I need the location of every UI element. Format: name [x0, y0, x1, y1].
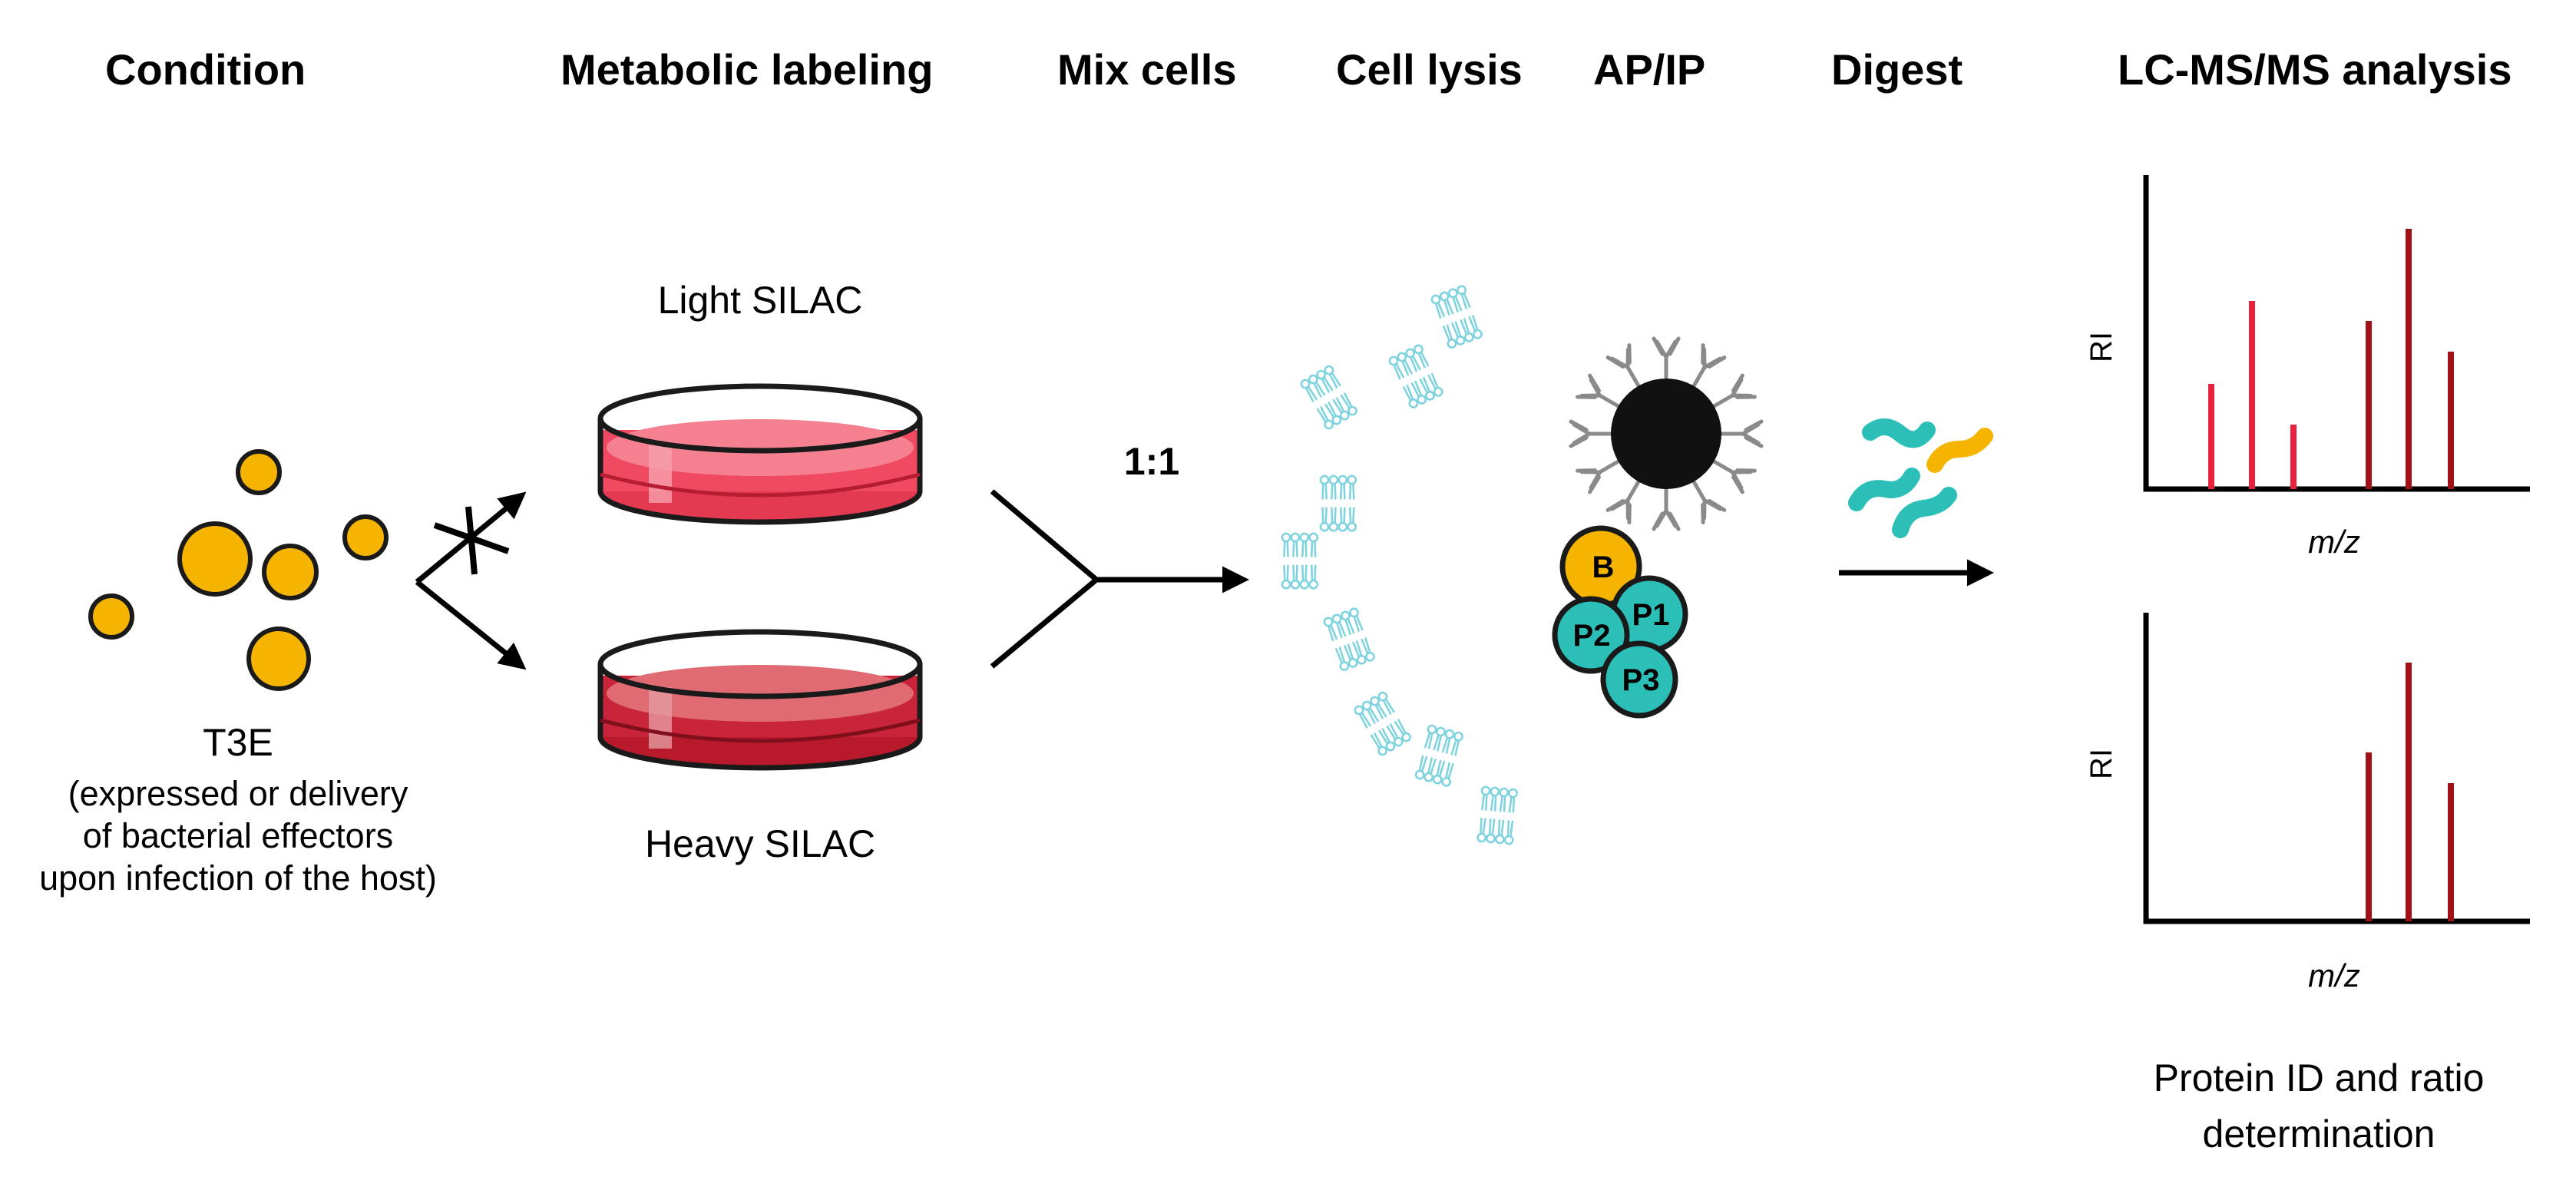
- result-label-line2: determination: [2202, 1113, 2435, 1156]
- peptide: [1892, 487, 1957, 538]
- header-digest: Digest: [1831, 45, 1963, 94]
- peptide: [1862, 418, 1936, 448]
- lipid-fragment: [1300, 365, 1357, 430]
- spectrum-bottom-ylabel: RI: [2085, 749, 2118, 779]
- t3e-label: T3E: [203, 721, 273, 764]
- lipid-fragments: [1282, 285, 1517, 844]
- mix-ratio-label: 1:1: [1124, 440, 1179, 483]
- header-condition: Condition: [105, 45, 306, 94]
- lipid-fragment: [1354, 691, 1411, 756]
- light-silac-dish: [597, 383, 923, 525]
- lipid-fragment: [1388, 344, 1443, 408]
- prey-label-p3: P3: [1622, 663, 1660, 697]
- t3e-description-line2: of bacterial effectors: [82, 816, 394, 855]
- prey-protein-p2: [1552, 596, 1630, 674]
- heavy-silac-label: Heavy SILAC: [644, 822, 876, 865]
- header-cell-lysis: Cell lysis: [1336, 45, 1523, 94]
- prey-label-p2: P2: [1573, 619, 1611, 653]
- lipid-fragment: [1415, 725, 1463, 787]
- digested-peptides: [1848, 418, 1993, 538]
- result-label-line1: Protein ID and ratio: [2153, 1056, 2485, 1099]
- t3e-particle: [342, 514, 389, 560]
- spectrum-top-ylabel: RI: [2085, 332, 2118, 362]
- t3e-description-line1: (expressed or delivery: [68, 774, 408, 813]
- header-ap-ip: AP/IP: [1593, 45, 1706, 94]
- header-lcms: LC-MS/MS analysis: [2118, 45, 2512, 94]
- spectrum-top-peaks: [2208, 229, 2454, 489]
- light-silac-label: Light SILAC: [657, 279, 863, 322]
- spectrum-bottom-peaks: [2366, 663, 2454, 921]
- heavy-silac-dish: [597, 629, 923, 771]
- t3e-particle: [246, 627, 311, 691]
- spectrum-bottom-axes: [2143, 613, 2530, 924]
- peptide: [1926, 428, 1993, 473]
- t3e-particle: [177, 521, 253, 597]
- lipid-fragment: [1321, 476, 1356, 531]
- lipid-fragment: [1477, 786, 1517, 844]
- peptide: [1848, 468, 1920, 511]
- protein-complex: [1552, 525, 1688, 719]
- spectrum-bottom-xlabel: m/z: [2308, 957, 2360, 994]
- prey-protein-p3: [1600, 640, 1678, 719]
- t3e-description-line3: upon infection of the host): [39, 858, 437, 898]
- lipid-fragment: [1282, 534, 1318, 588]
- t3e-particle: [88, 593, 134, 640]
- header-mix-cells: Mix cells: [1057, 45, 1237, 94]
- lipid-fragment: [1323, 607, 1375, 671]
- spectrum-top-axes: [2143, 175, 2530, 492]
- spectrum-top-xlabel: m/z: [2308, 524, 2360, 560]
- condition-branch-arrows: [415, 491, 527, 670]
- prey-label-p1: P1: [1632, 598, 1670, 632]
- t3e-particles: [88, 449, 389, 691]
- t3e-particle: [236, 449, 282, 495]
- t3e-particle: [262, 544, 319, 600]
- bait-label: B: [1592, 550, 1615, 584]
- header-metabolic-labeling: Metabolic labeling: [561, 45, 934, 94]
- affinity-bead: [1571, 339, 1761, 529]
- lipid-fragment: [1430, 285, 1483, 349]
- mix-arrow: [990, 489, 1249, 669]
